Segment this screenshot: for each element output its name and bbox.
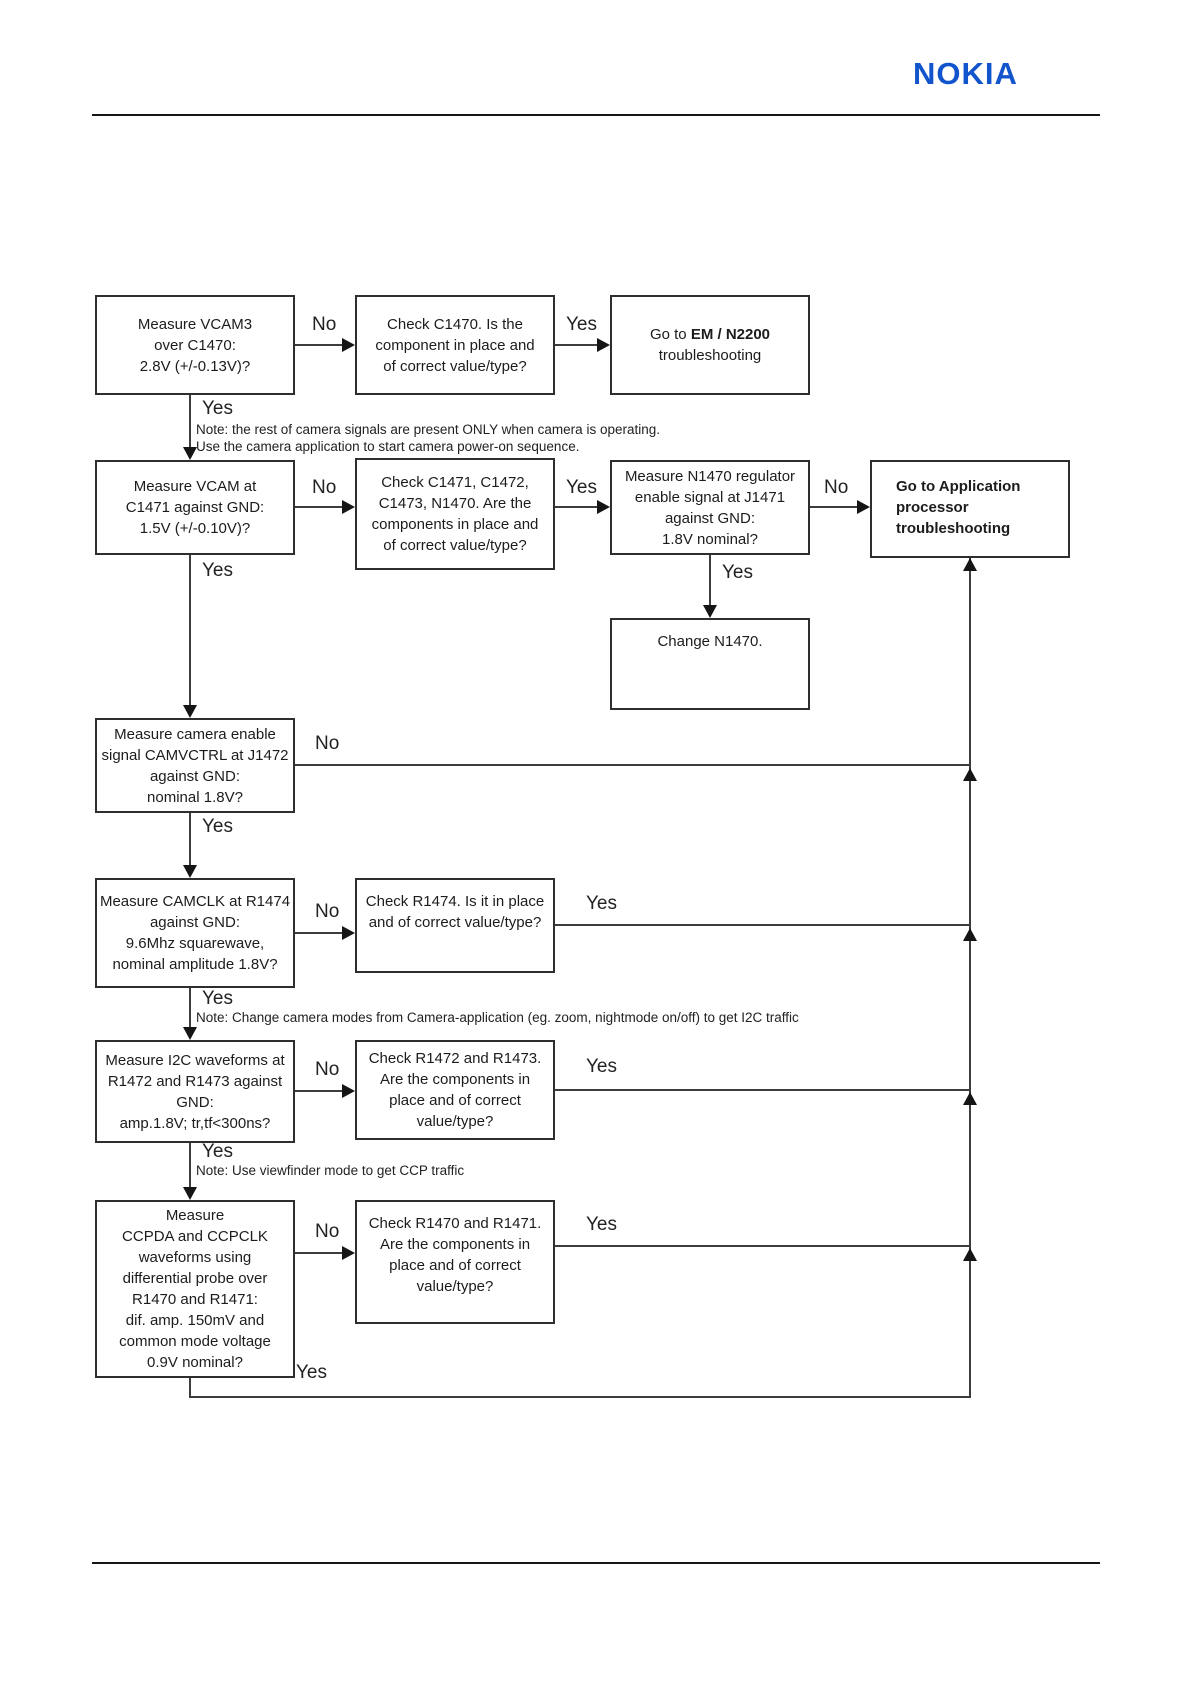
connector-a4-a5: [189, 988, 191, 1028]
arrowhead-a4-a5: [183, 1027, 197, 1040]
flow-box-measure-camvctrl: Measure camera enable signal CAMVCTRL at…: [95, 718, 295, 813]
flow-box-check-c1470: Check C1470. Is the component in place a…: [355, 295, 555, 395]
flow-box-check-r1472-r1473: Check R1472 and R1473. Are the component…: [355, 1040, 555, 1140]
arrowhead-a2-b2: [342, 500, 355, 514]
edge-label-no: No: [315, 1059, 340, 1080]
connector-a5-a6: [189, 1143, 191, 1188]
arrowhead-a1-a2: [183, 447, 197, 460]
arrowhead-return-j3: [963, 1092, 977, 1105]
connector-a5-b5: [295, 1090, 342, 1092]
flow-box-measure-ccpda-ccpclk: Measure CCPDA and CCPCLK waveforms using…: [95, 1200, 295, 1378]
arrowhead-c2-d2: [857, 500, 870, 514]
arrowhead-a3-a4: [183, 865, 197, 878]
connector-b4-yes-return: [555, 924, 971, 926]
edge-label-yes: Yes: [202, 1141, 233, 1162]
connector-a2-b2: [295, 506, 342, 508]
edge-label-no: No: [315, 901, 340, 922]
connector-b6-yes-return: [555, 1245, 971, 1247]
edge-label-yes: Yes: [202, 560, 233, 581]
edge-label-no: No: [312, 477, 337, 498]
connector-a6-bottom-stub: [189, 1378, 191, 1398]
edge-label-yes: Yes: [202, 816, 233, 837]
arrowhead-a2-a3: [183, 705, 197, 718]
nokia-logo: NOKIA: [913, 56, 1018, 91]
goto-em-line2: troubleshooting: [658, 347, 762, 364]
header-rule: [92, 114, 1100, 116]
connector-b2-c2: [555, 506, 597, 508]
connector-b5-yes-return: [555, 1089, 971, 1091]
connector-a6-b6: [295, 1252, 342, 1254]
arrowhead-b2-c2: [597, 500, 610, 514]
goto-em-line1: Go to EM / N2200: [649, 326, 771, 343]
connector-a1-b1: [295, 344, 342, 346]
edge-label-yes: Yes: [566, 314, 597, 335]
connector-bottom-yes-return: [189, 1396, 971, 1398]
edge-label-no: No: [315, 733, 340, 754]
connector-a3-a4: [189, 813, 191, 866]
edge-label-yes: Yes: [586, 1214, 617, 1235]
edge-label-yes: Yes: [586, 893, 617, 914]
note-i2c-traffic: Note: Change camera modes from Camera-ap…: [196, 1010, 799, 1025]
arrowhead-return-j4: [963, 1248, 977, 1261]
connector-a1-a2: [189, 395, 191, 448]
flow-box-change-n1470: Change N1470.: [610, 618, 810, 710]
connector-c2-d2: [810, 506, 857, 508]
arrowhead-return-d2: [963, 558, 977, 571]
note-ccp-traffic: Note: Use viewfinder mode to get CCP tra…: [196, 1163, 465, 1178]
edge-label-yes: Yes: [586, 1056, 617, 1077]
flow-box-measure-i2c: Measure I2C waveforms at R1472 and R1473…: [95, 1040, 295, 1143]
edge-label-yes: Yes: [722, 562, 753, 583]
edge-label-yes: Yes: [202, 988, 233, 1009]
flow-box-goto-application-processor: Go to Application processor troubleshoot…: [870, 460, 1070, 558]
flow-box-goto-em-n2200: Go to EM / N2200 troubleshooting: [610, 295, 810, 395]
connector-a4-b4: [295, 932, 342, 934]
footer-rule: [92, 1562, 1100, 1564]
edge-label-no: No: [315, 1221, 340, 1242]
note-camera-operating: Note: the rest of camera signals are pre…: [196, 422, 660, 437]
note-camera-application: Use the camera application to start came…: [196, 439, 580, 454]
flow-box-check-c1471-c1472: Check C1471, C1472, C1473, N1470. Are th…: [355, 458, 555, 570]
connector-b1-c1: [555, 344, 597, 346]
edge-label-no: No: [312, 314, 337, 335]
flow-box-measure-vcam: Measure VCAM at C1471 against GND: 1.5V …: [95, 460, 295, 555]
arrowhead-return-j2: [963, 928, 977, 941]
flow-box-measure-n1470-enable: Measure N1470 regulator enable signal at…: [610, 460, 810, 555]
edge-label-yes: Yes: [202, 398, 233, 419]
connector-a3-no-return: [295, 764, 971, 766]
arrowhead-b1-c1: [597, 338, 610, 352]
arrowhead-a5-b5: [342, 1084, 355, 1098]
arrowhead-a4-b4: [342, 926, 355, 940]
arrowhead-a6-b6: [342, 1246, 355, 1260]
connector-c2-e2: [709, 555, 711, 606]
flow-box-measure-vcam3: Measure VCAM3 over C1470: 2.8V (+/-0.13V…: [95, 295, 295, 395]
edge-label-yes: Yes: [566, 477, 597, 498]
connector-return-to-d2: [969, 558, 971, 1398]
flow-box-check-r1474: Check R1474. Is it in place and of corre…: [355, 878, 555, 973]
arrowhead-a5-a6: [183, 1187, 197, 1200]
edge-label-no: No: [824, 477, 849, 498]
arrowhead-c2-e2: [703, 605, 717, 618]
arrowhead-return-j1: [963, 768, 977, 781]
edge-label-yes: Yes: [296, 1362, 327, 1383]
arrowhead-a1-b1: [342, 338, 355, 352]
flow-box-check-r1470-r1471: Check R1470 and R1471. Are the component…: [355, 1200, 555, 1324]
flow-box-measure-camclk: Measure CAMCLK at R1474 against GND: 9.6…: [95, 878, 295, 988]
connector-a2-a3: [189, 555, 191, 706]
